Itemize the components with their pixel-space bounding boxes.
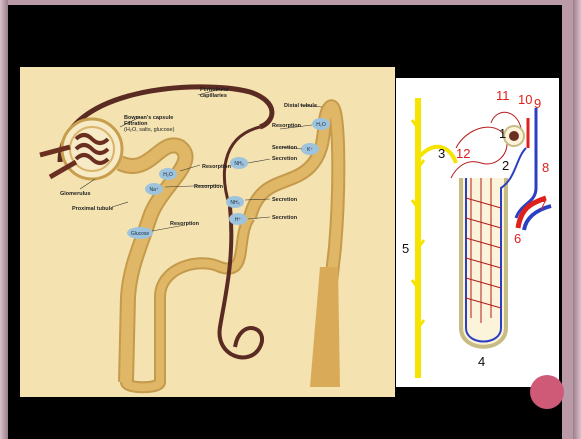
nephron-illustration: H₂O Na⁺ Glucose NH₃ NH₃ H⁺ H₂O K⁺ bbox=[20, 67, 395, 397]
schematic-number-6: 6 bbox=[514, 231, 521, 246]
label-capillaries: capillaries bbox=[200, 93, 227, 99]
label-resorption-2: Resorption bbox=[194, 184, 224, 190]
schematic-number-5: 5 bbox=[402, 241, 409, 256]
ion-label-sodium: Na⁺ bbox=[149, 187, 158, 193]
label-proximal-tubule: Proximal tubule bbox=[72, 206, 113, 212]
ion-label-glucose: Glucose bbox=[131, 231, 150, 237]
label-glomerulus: Glomerulus bbox=[60, 191, 91, 197]
schematic-number-2: 2 bbox=[502, 158, 509, 173]
label-resorption-3: Resorption bbox=[170, 221, 200, 227]
schematic-number-3: 3 bbox=[438, 146, 445, 161]
schematic-number-1: 1 bbox=[499, 126, 506, 141]
schematic-number-7: 7 bbox=[539, 198, 546, 213]
label-distal-tubule: Distal tubule bbox=[284, 103, 317, 109]
collecting-duct bbox=[310, 267, 340, 387]
label-resorption-distal: Resorption bbox=[272, 123, 302, 129]
schematic-number-4: 4 bbox=[478, 354, 485, 369]
label-resorption-1: Resorption bbox=[202, 164, 232, 170]
ion-label-hydrogen: H⁺ bbox=[235, 217, 242, 223]
slide-content-area: H₂O Na⁺ Glucose NH₃ NH₃ H⁺ H₂O K⁺ bbox=[8, 5, 562, 439]
schematic-number-10: 10 bbox=[518, 92, 532, 107]
label-secretion-2: Secretion bbox=[272, 197, 298, 203]
label-secretion-3: Secretion bbox=[272, 215, 298, 221]
ion-label-h2o-right: H₂O bbox=[316, 122, 326, 128]
label-secretion-1: Secretion bbox=[272, 156, 298, 162]
schematic-number-8: 8 bbox=[542, 160, 549, 175]
schematic-drawing: 1 2 3 4 5 6 7 8 9 10 11 12 bbox=[396, 78, 559, 387]
nephron-schematic: 1 2 3 4 5 6 7 8 9 10 11 12 bbox=[396, 78, 559, 387]
slide-left-border bbox=[0, 0, 8, 439]
ion-label-potassium: K⁺ bbox=[307, 147, 313, 153]
decorative-accent-circle bbox=[530, 375, 564, 409]
slide-right-border bbox=[573, 0, 581, 439]
nephron-drawing: H₂O Na⁺ Glucose NH₃ NH₃ H⁺ H₂O K⁺ bbox=[20, 67, 395, 397]
ion-label-h2o-left: H₂O bbox=[163, 172, 173, 178]
schematic-number-9: 9 bbox=[534, 96, 541, 111]
schematic-number-11: 11 bbox=[496, 88, 510, 103]
label-filtration-contents: (H₂O, salts, glucose) bbox=[124, 127, 175, 133]
label-secretion-distal: Secretion bbox=[272, 145, 298, 151]
ion-label-nh3-mid: NH₃ bbox=[230, 200, 239, 206]
ion-label-nh3-top: NH₃ bbox=[234, 161, 243, 167]
schematic-number-12: 12 bbox=[456, 146, 470, 161]
schematic-glomerulus-core bbox=[509, 131, 519, 141]
